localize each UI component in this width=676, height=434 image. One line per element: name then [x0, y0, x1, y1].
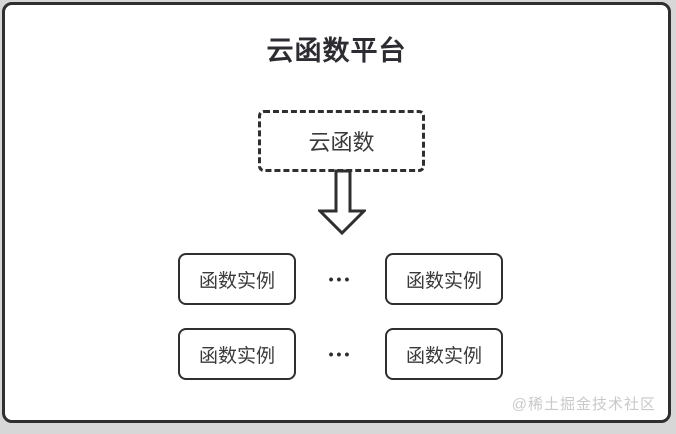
- function-instance-label: 函数实例: [198, 345, 275, 367]
- diagram-card: 云函数平台 云函数 函数实例 ••• 函数实例 函数实例 ••• 函数实例 @稀…: [2, 2, 671, 423]
- page-title: 云函数平台: [266, 36, 407, 66]
- function-instance-box: 函数实例: [385, 328, 503, 380]
- down-arrow-icon: [318, 169, 366, 235]
- function-instance-label: 函数实例: [198, 270, 275, 292]
- function-instance-label: 函数实例: [405, 345, 482, 367]
- cloud-function-label: 云函数: [308, 130, 375, 155]
- function-instance-box: 函数实例: [178, 253, 296, 305]
- function-instance-box: 函数实例: [178, 328, 296, 380]
- ellipsis-dots: •••: [328, 271, 353, 287]
- cloud-function-box: 云函数: [258, 110, 425, 172]
- ellipsis-dots: •••: [328, 346, 353, 362]
- function-instance-label: 函数实例: [405, 270, 482, 292]
- watermark: @稀土掘金技术社区: [511, 396, 656, 413]
- function-instance-box: 函数实例: [385, 253, 503, 305]
